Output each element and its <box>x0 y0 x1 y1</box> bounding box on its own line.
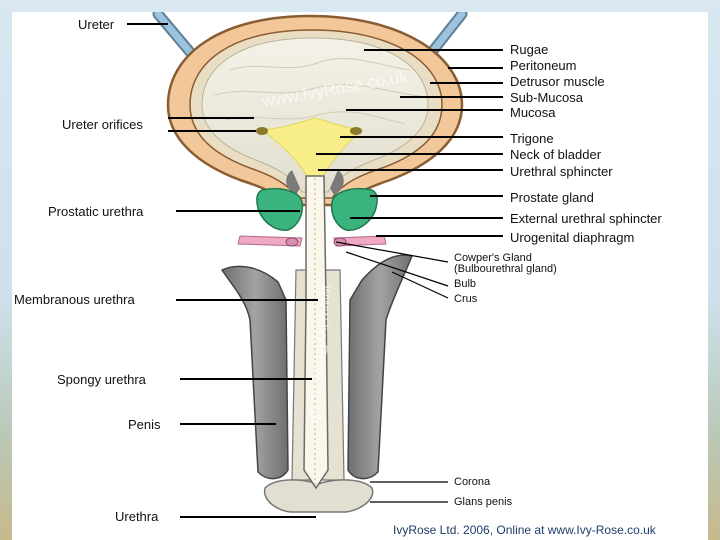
glans-penis <box>263 479 374 513</box>
prostate-gland-left <box>256 188 304 231</box>
label-spongy-urethra: Spongy urethra <box>57 372 146 387</box>
diagram-panel: www.IvyRose.co.uk www.IvyRose.co.uk <box>12 12 708 540</box>
footer-credit: IvyRose Ltd. 2006, Online at www.Ivy-Ros… <box>393 523 656 537</box>
label-sub-mucosa: Sub-Mucosa <box>510 90 583 105</box>
label-cowpers-gland: Cowper's Gland <box>454 252 532 264</box>
label-penis: Penis <box>128 417 161 432</box>
label-external-urethral-sphincter: External urethral sphincter <box>510 211 662 226</box>
leader-lines-thin <box>335 241 449 503</box>
label-bulbourethral-gland: (Bulbourethral gland) <box>454 263 557 275</box>
leader-lines <box>127 23 503 518</box>
urethral-sphincter <box>286 170 344 195</box>
cowpers-gland-left <box>285 237 299 247</box>
corpus-cavernosum-right <box>347 254 414 480</box>
urinary-system-diagram: www.IvyRose.co.uk www.IvyRose.co.uk <box>127 12 503 518</box>
label-trigone: Trigone <box>510 131 554 146</box>
label-prostatic-urethra: Prostatic urethra <box>48 204 144 219</box>
label-detrusor-muscle: Detrusor muscle <box>510 74 605 89</box>
label-ureter: Ureter <box>78 17 115 32</box>
label-neck-of-bladder: Neck of bladder <box>510 147 602 162</box>
label-prostate-gland: Prostate gland <box>510 190 594 205</box>
label-rugae: Rugae <box>510 42 549 57</box>
trigone <box>260 117 364 179</box>
label-membranous-urethra: Membranous urethra <box>14 292 135 307</box>
label-urethra: Urethra <box>115 509 159 524</box>
label-urethral-sphincter: Urethral sphincter <box>510 164 613 179</box>
cowpers-gland-right <box>333 237 347 247</box>
label-mucosa: Mucosa <box>510 105 556 120</box>
label-crus: Crus <box>454 293 478 305</box>
label-ureter-orifices: Ureter orifices <box>62 117 143 132</box>
label-urogenital-diaphragm: Urogenital diaphragm <box>510 230 635 245</box>
left-ureter-orifice <box>256 127 268 135</box>
prostate-gland-right <box>330 188 378 231</box>
urethra-tube <box>303 175 329 490</box>
label-glans-penis: Glans penis <box>454 496 513 508</box>
label-corona: Corona <box>454 476 491 488</box>
label-bulb: Bulb <box>454 278 477 290</box>
label-peritoneum: Peritoneum <box>510 58 577 73</box>
right-ureter-orifice <box>350 127 362 135</box>
corpus-cavernosum-left <box>220 265 289 480</box>
